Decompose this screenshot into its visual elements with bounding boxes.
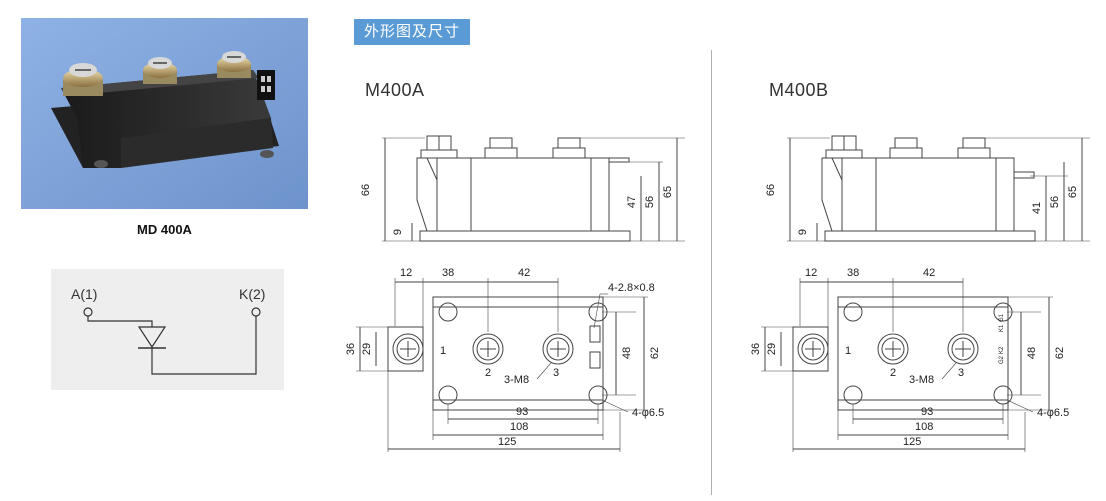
top-b-dim-62: 62 [1054, 347, 1066, 359]
top-b-pin-3: 3 [958, 367, 964, 379]
product-photo [21, 18, 308, 209]
side-b-dim-66: 66 [765, 184, 777, 196]
m400b-side-view: 66 9 41 56 65 [765, 135, 1090, 242]
top-a-dim-125: 125 [498, 436, 516, 448]
model-a-title: M400A [365, 80, 425, 100]
screw-3 [217, 51, 251, 78]
top-a-terminal-1 [392, 333, 424, 365]
top-a-dim-38: 38 [442, 267, 454, 279]
top-b-terminal-k2: K2 [999, 346, 1005, 354]
top-b-terminal-g2: G2 [999, 355, 1005, 364]
anode-terminal [83, 307, 93, 317]
screw-2 [143, 57, 177, 84]
top-b-terminal-2 [877, 333, 909, 365]
top-b-dim-48: 48 [1026, 347, 1038, 359]
diode-symbol [137, 326, 167, 349]
top-a-dim-93: 93 [516, 406, 528, 418]
top-a-pin-1: 1 [440, 345, 446, 357]
top-a-dim-36: 36 [345, 343, 357, 355]
anode-label: A(1) [71, 286, 97, 302]
diode-schematic: A(1) K(2) [71, 286, 265, 375]
diode-schematic-panel: A(1) K(2) [51, 269, 284, 390]
side-b-dim-65: 65 [1067, 186, 1079, 198]
section-title-tab: 外形图及尺寸 [354, 19, 471, 45]
photo-caption: MD 400A [137, 222, 192, 237]
side-a-dim-47: 47 [626, 196, 638, 208]
top-b-dim-36: 36 [750, 343, 762, 355]
top-a-dim-48: 48 [621, 347, 633, 359]
top-b-dim-12: 12 [805, 267, 817, 279]
top-a-hole-note: 4-φ6.5 [632, 407, 664, 419]
top-a-dim-62: 62 [649, 347, 661, 359]
model-b-title: M400B [769, 80, 829, 100]
side-a-dim-66: 66 [360, 184, 372, 196]
top-b-pin-2: 2 [890, 367, 896, 379]
top-b-dim-38: 38 [847, 267, 859, 279]
m400a-top-view: 12 38 42 4-2.8×0.8 1 2 3 3-M8 36 29 48 6… [345, 267, 664, 452]
top-a-dim-108: 108 [510, 421, 528, 433]
top-b-hole-note: 4-φ6.5 [1037, 407, 1069, 419]
m400b-top-view: 12 38 42 1 2 3 3-M8 K1 G1 G2 K2 36 29 48… [750, 267, 1069, 452]
m400a-side-view: 66 9 47 56 65 [360, 135, 685, 242]
top-a-pin-3: 3 [553, 367, 559, 379]
vertical-divider [711, 50, 712, 495]
top-b-dim-108: 108 [915, 421, 933, 433]
top-b-terminal-3 [947, 333, 979, 365]
side-b-dim-9: 9 [797, 229, 809, 235]
side-a-dim-56: 56 [644, 196, 656, 208]
side-b-dim-56: 56 [1049, 196, 1061, 208]
top-b-terminal-g1: G1 [999, 313, 1005, 322]
top-a-dim-42: 42 [518, 267, 530, 279]
cathode-terminal [251, 307, 261, 317]
top-b-screw-note: 3-M8 [909, 374, 934, 386]
top-b-dim-125: 125 [903, 436, 921, 448]
top-b-dim-42: 42 [923, 267, 935, 279]
top-a-pin-2: 2 [485, 367, 491, 379]
side-a-dim-65: 65 [662, 186, 674, 198]
top-b-terminal-1 [797, 333, 829, 365]
top-a-dim-29: 29 [361, 343, 373, 355]
cathode-label: K(2) [239, 286, 265, 302]
top-b-dim-93: 93 [921, 406, 933, 418]
top-a-slot-note: 4-2.8×0.8 [608, 282, 655, 294]
side-a-dim-9: 9 [392, 229, 404, 235]
side-b-dim-41: 41 [1031, 202, 1043, 214]
top-b-pin-1: 1 [845, 345, 851, 357]
module-photo-illustration [21, 18, 308, 209]
top-a-terminal-2 [472, 333, 504, 365]
top-b-dim-29: 29 [766, 343, 778, 355]
top-a-terminal-3 [542, 333, 574, 365]
top-b-terminal-k1: K1 [999, 324, 1005, 332]
top-a-dim-12: 12 [400, 267, 412, 279]
top-a-screw-note: 3-M8 [504, 374, 529, 386]
screw-1 [63, 63, 103, 96]
